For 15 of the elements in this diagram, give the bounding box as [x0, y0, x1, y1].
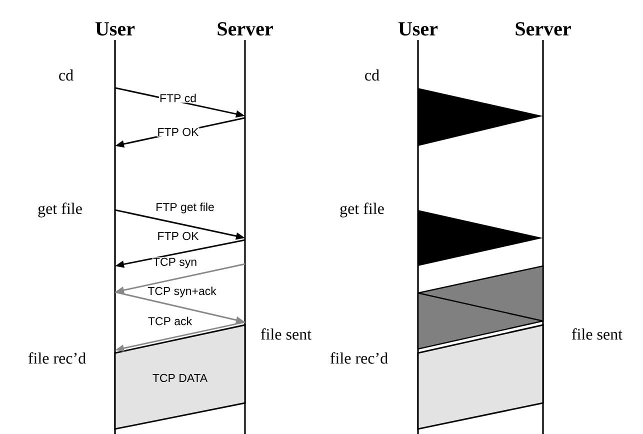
- data-block: TCP DATA: [114, 324, 246, 430]
- edge-label: TCP syn: [152, 257, 198, 269]
- edge-label: FTP OK: [156, 231, 200, 241]
- step-label: cd: [59, 69, 74, 81]
- step-label: file rec’d: [28, 352, 86, 364]
- lifeline: Server: [516, 22, 571, 434]
- edge-label: FTP OK: [156, 127, 200, 137]
- step-label: cd: [365, 69, 380, 81]
- edge-label: TCP ack: [147, 316, 193, 326]
- edge-label: FTP cd: [158, 93, 198, 103]
- step-label: file sent: [260, 328, 312, 340]
- edge-label: FTP get file: [155, 202, 215, 214]
- step-label: get file: [340, 202, 384, 218]
- edge-label: TCP syn+ack: [147, 286, 217, 298]
- lifeline: User: [398, 22, 438, 434]
